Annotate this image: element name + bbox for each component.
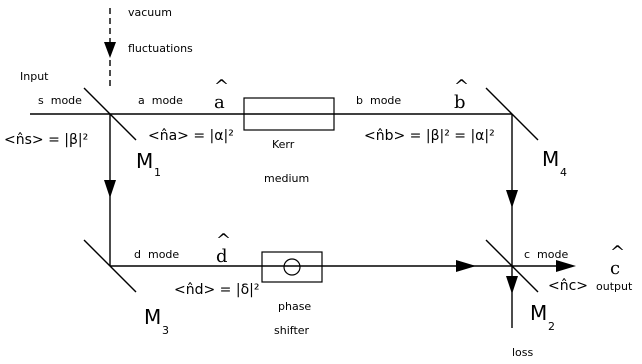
nc-equation: <n̂c>	[548, 278, 588, 294]
kerr-label: Kerr	[272, 138, 295, 151]
d-mode-label: d mode	[134, 248, 179, 261]
a-mode-label: a mode	[138, 94, 183, 107]
nd-equation: <n̂d> = |δ|²	[174, 282, 259, 298]
s-mode-label: s mode	[38, 94, 82, 107]
operator-c-hat: ^	[610, 242, 625, 263]
operator-c: c	[610, 258, 620, 279]
operator-b-hat: ^	[454, 76, 469, 97]
vacuum-label: vacuum	[128, 6, 172, 19]
kerr-medium-box	[243, 97, 335, 131]
operator-d-hat: ^	[216, 230, 231, 251]
operator-d: d	[216, 246, 228, 267]
m4-subscript: 4	[560, 166, 567, 179]
phase-shifter-box	[261, 251, 323, 283]
left-beam-arrow	[104, 180, 116, 198]
loss-label: loss	[512, 346, 534, 359]
ns-equation: <n̂s> = |β|²	[4, 132, 88, 148]
m1-subscript: 1	[154, 166, 161, 179]
bottom-beam-arrow	[456, 260, 476, 272]
mirror-m2	[485, 239, 539, 293]
input-label: Input	[20, 70, 49, 83]
b-mode-label: b mode	[356, 94, 401, 107]
operator-a: a	[214, 92, 225, 113]
m1-label: M	[136, 149, 153, 173]
mirror-m4	[485, 87, 539, 141]
operator-b: b	[454, 92, 466, 113]
m4-label: M	[542, 147, 559, 171]
phase-shifter-circle	[283, 258, 301, 276]
operator-a-hat: ^	[214, 76, 229, 97]
m3-subscript: 3	[162, 324, 169, 337]
loss-arrow	[506, 276, 518, 294]
m2-subscript: 2	[548, 320, 555, 333]
m2-label: M	[530, 301, 547, 325]
na-equation: <n̂a> = |α|²	[148, 128, 234, 144]
m3-label: M	[144, 305, 161, 329]
mirror-m1	[83, 87, 137, 141]
phase-label: phase	[278, 300, 311, 313]
shifter-label: shifter	[274, 324, 310, 337]
fluctuations-label: fluctuations	[128, 42, 193, 55]
right-beam-arrow	[506, 190, 518, 208]
medium-label: medium	[264, 172, 309, 185]
c-mode-label: c mode	[524, 248, 568, 261]
nb-equation: <n̂b> = |β|² = |α|²	[364, 128, 495, 144]
output-arrow	[556, 260, 576, 272]
vacuum-arrow	[104, 42, 116, 58]
mirror-m3	[83, 239, 137, 293]
output-label: output	[596, 280, 633, 293]
